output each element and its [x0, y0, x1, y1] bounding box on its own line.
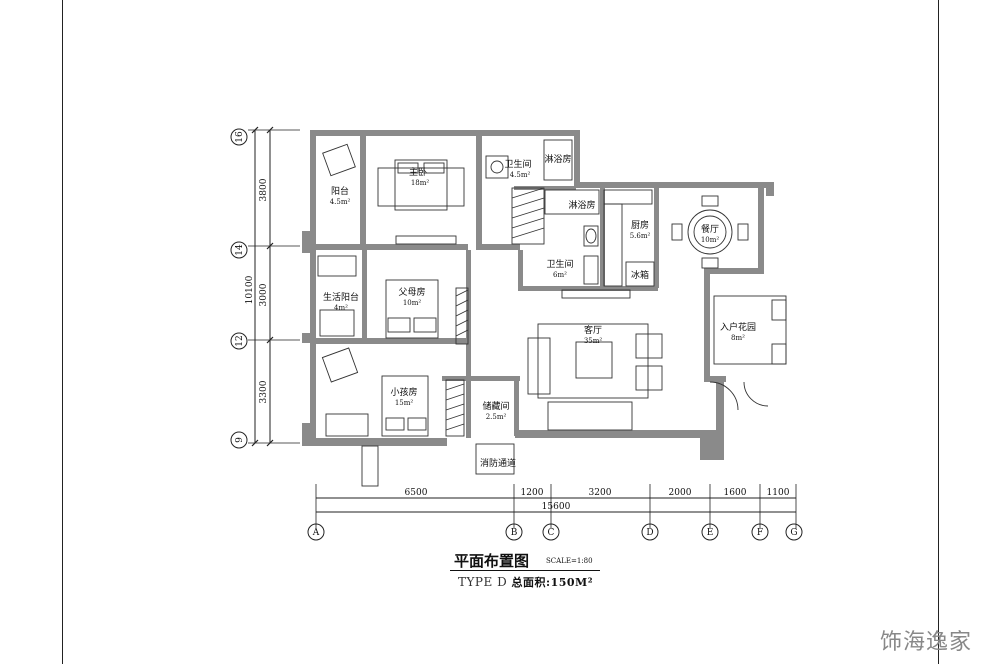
area-bathroom-1: 4.5m² [510, 171, 531, 179]
dim-h-total: 15600 [542, 502, 571, 512]
room-balcony: 阳台 [331, 185, 349, 197]
room-fire-passage: 消防通道 [480, 457, 516, 469]
dim-h-5: 1600 [724, 488, 747, 498]
title-underline [450, 570, 600, 571]
horizontal-dimension-chain: 6500 1200 3200 2000 1600 1100 15600 A B … [307, 484, 803, 541]
area-master-bedroom: 18m² [411, 179, 430, 187]
axis-A: A [312, 528, 320, 538]
area-child: 15m² [395, 399, 414, 407]
area-kitchen: 5.6m² [630, 232, 651, 240]
furniture [317, 139, 787, 487]
axis-9: 9 [235, 437, 245, 443]
room-entrance-garden: 入户花园 [720, 321, 756, 333]
room-master-bedroom: 主卧 [409, 166, 427, 178]
room-child: 小孩房 [390, 386, 417, 398]
area-parents: 10m² [403, 299, 422, 307]
axis-16: 16 [235, 131, 245, 143]
area-dining: 10m² [701, 236, 720, 244]
room-dining: 餐厅 [701, 223, 719, 235]
dim-v-3: 3300 [259, 380, 269, 403]
area-living: 35m² [584, 337, 603, 345]
dim-h-6: 1100 [767, 488, 790, 498]
room-fridge: 冰箱 [631, 269, 649, 281]
dim-v-2: 3000 [259, 283, 269, 306]
area-entrance-garden: 8m² [731, 334, 745, 342]
room-living: 客厅 [584, 324, 602, 336]
dim-v-total: 10100 [245, 275, 255, 304]
dim-h-1: 6500 [405, 488, 428, 498]
room-bathroom-2: 卫生间 [546, 258, 573, 270]
room-labels: 主卧 18m² 卫生间 4.5m² 淋浴房 阳台 4.5m² 淋浴房 厨房 5.… [323, 153, 756, 469]
axis-E: E [707, 528, 714, 538]
type-label: TYPE D [458, 575, 508, 589]
area-service-balcony: 4m² [334, 304, 348, 312]
sheet-border-right [938, 0, 939, 664]
room-parents: 父母房 [398, 286, 425, 298]
dim-h-4: 2000 [669, 488, 692, 498]
walls [302, 130, 774, 460]
axis-B: B [511, 528, 518, 538]
room-storage: 储藏间 [482, 400, 509, 412]
dim-h-2: 1200 [521, 488, 544, 498]
axis-14: 14 [235, 244, 245, 256]
room-kitchen: 厨房 [631, 219, 649, 231]
watermark: 饰海逸家 [880, 630, 973, 655]
dim-v-1: 3800 [259, 178, 269, 201]
axis-12: 12 [235, 335, 245, 346]
area-storage: 2.5m² [486, 413, 507, 421]
vertical-dimension-chain: 3800 3000 3300 10100 16 14 12 9 [230, 126, 300, 449]
room-bathroom-1: 卫生间 [504, 158, 531, 170]
room-shower-1: 淋浴房 [544, 153, 571, 165]
room-shower-2: 淋浴房 [568, 199, 595, 211]
drawing-scale: SCALE=1:80 [546, 557, 593, 565]
drawing-subtitle: TYPE D 总面积:150M² [458, 574, 593, 590]
total-area-label: 总面积:150M² [511, 576, 594, 589]
dim-h-3: 3200 [589, 488, 612, 498]
sheet-border-left [62, 0, 63, 664]
axis-F: F [757, 528, 763, 538]
axis-C: C [548, 528, 555, 538]
area-bathroom-2: 6m² [553, 271, 567, 279]
drawing-title: 平面布置图 [454, 552, 530, 570]
axis-G: G [790, 528, 797, 538]
room-service-balcony: 生活阳台 [323, 291, 359, 303]
area-balcony: 4.5m² [330, 198, 351, 206]
axis-D: D [646, 528, 653, 538]
